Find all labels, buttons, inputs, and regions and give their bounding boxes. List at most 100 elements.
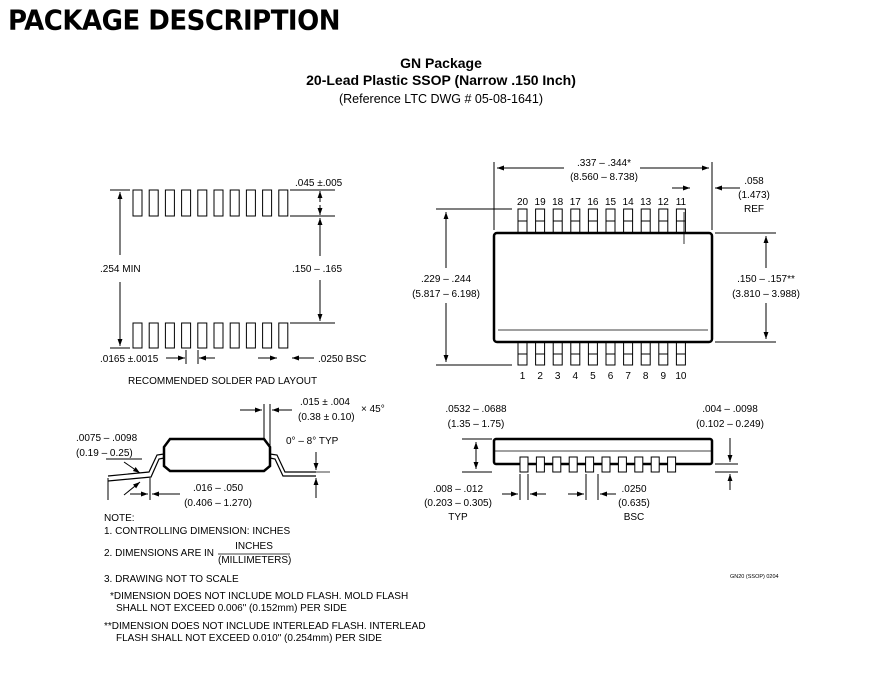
solder-pad xyxy=(213,189,224,217)
side-chamfer-angle: × 45° xyxy=(361,404,385,415)
top-length-in: .337 – .344* xyxy=(577,158,631,169)
end-lead xyxy=(634,456,644,473)
side-chamfer-in: .015 ± .004 xyxy=(300,397,350,408)
pin-label: 11 xyxy=(676,197,687,208)
top-ref-in: .058 xyxy=(744,176,764,187)
end-pitch-mm: (0.635) xyxy=(618,498,650,509)
package-body-side xyxy=(162,437,272,473)
page-title: PACKAGE DESCRIPTION xyxy=(8,5,340,37)
pad-row-top xyxy=(132,189,289,217)
note-star1-line1: *DIMENSION DOES NOT INCLUDE MOLD FLASH. … xyxy=(110,591,409,602)
pad-overall-dim: .254 MIN xyxy=(100,264,141,275)
side-foot-in: .016 – .050 xyxy=(193,483,243,494)
solder-pad xyxy=(181,322,192,349)
package-subtitle: 20-Lead Plastic SSOP (Narrow .150 Inch) xyxy=(306,72,576,88)
end-lead xyxy=(617,456,627,473)
end-pitch-note: BSC xyxy=(624,512,645,523)
top-width-in: .229 – .244 xyxy=(421,274,471,285)
solder-pad-caption: RECOMMENDED SOLDER PAD LAYOUT xyxy=(128,376,317,387)
end-standoff-mm: (0.102 – 0.249) xyxy=(696,419,764,430)
solder-pad xyxy=(245,189,256,217)
end-lead-width-in: .008 – .012 xyxy=(433,484,483,495)
lead-row-top xyxy=(517,208,686,234)
lead-row-bottom xyxy=(517,341,686,366)
end-lead xyxy=(667,456,677,473)
solder-pad xyxy=(132,189,143,217)
solder-pad xyxy=(197,189,208,217)
end-lead xyxy=(585,456,595,473)
pad-pitch-dim: .0250 BSC xyxy=(318,354,366,365)
top-ref-mm: (1.473) xyxy=(738,190,770,201)
end-lead xyxy=(650,456,660,473)
pin-label: 13 xyxy=(640,197,652,208)
end-lead-width-mm: (0.203 – 0.305) xyxy=(424,498,492,509)
notes-heading: NOTE: xyxy=(104,513,135,524)
end-lead-width-note: TYP xyxy=(448,512,468,523)
top-body-width-mm: (3.810 – 3.988) xyxy=(732,289,800,300)
note-3: 3. DRAWING NOT TO SCALE xyxy=(104,574,239,585)
solder-pad xyxy=(278,189,289,217)
solder-pad xyxy=(181,189,192,217)
end-view xyxy=(462,437,738,500)
solder-pad xyxy=(229,189,240,217)
pin-label: 3 xyxy=(555,371,561,382)
solder-pad-layout xyxy=(110,189,335,364)
solder-pad xyxy=(148,322,159,349)
side-lead-angle: 0° – 8° TYP xyxy=(286,436,339,447)
pin-label: 15 xyxy=(605,197,617,208)
end-lead xyxy=(568,456,578,473)
package-name: GN Package xyxy=(400,55,482,71)
end-lead xyxy=(601,456,611,473)
top-view xyxy=(436,162,776,366)
top-ref-label: REF xyxy=(744,204,764,215)
solder-pad xyxy=(262,189,273,217)
note-2-numerator: INCHES xyxy=(235,541,273,552)
top-width-mm: (5.817 – 6.198) xyxy=(412,289,480,300)
pin-label: 10 xyxy=(675,371,687,382)
pad-height-dim: .045 ±.005 xyxy=(295,178,343,189)
solder-pad xyxy=(278,322,289,349)
note-2-denominator: (MILLIMETERS) xyxy=(218,555,292,566)
pad-width-dim: .0165 ±.0015 xyxy=(100,354,159,365)
solder-pad xyxy=(164,322,175,349)
end-height-mm: (1.35 – 1.75) xyxy=(448,419,505,430)
end-lead xyxy=(535,456,545,473)
solder-pad xyxy=(213,322,224,349)
pin-label: 17 xyxy=(570,197,582,208)
note-star2-line1: **DIMENSION DOES NOT INCLUDE INTERLEAD F… xyxy=(104,621,426,632)
pin-label: 7 xyxy=(625,371,631,382)
top-body-width-in: .150 – .157** xyxy=(737,274,795,285)
package-body-top xyxy=(492,231,714,344)
pin-label: 6 xyxy=(608,371,614,382)
solder-pad xyxy=(262,322,273,349)
note-2-prefix: 2. DIMENSIONS ARE IN xyxy=(104,548,215,559)
note-star1-line2: SHALL NOT EXCEED 0.006" (0.152mm) PER SI… xyxy=(116,603,347,614)
solder-pad xyxy=(148,189,159,217)
pin-label: 14 xyxy=(623,197,635,208)
side-chamfer-mm: (0.38 ± 0.10) xyxy=(298,412,355,423)
package-reference: (Reference LTC DWG # 05-08-1641) xyxy=(338,92,544,106)
end-view-leads xyxy=(519,456,677,473)
pin-label: 5 xyxy=(590,371,596,382)
top-length-mm: (8.560 – 8.738) xyxy=(570,172,638,183)
pin-label: 20 xyxy=(517,197,529,208)
end-standoff-in: .004 – .0098 xyxy=(702,404,758,415)
drawing-code: GN20 (SSOP) 0204 xyxy=(730,574,779,580)
pad-row-bottom xyxy=(132,322,289,349)
end-lead xyxy=(519,456,529,473)
pin-label: 12 xyxy=(658,197,670,208)
pin-label: 19 xyxy=(535,197,547,208)
note-1: 1. CONTROLLING DIMENSION: INCHES xyxy=(104,526,291,537)
solder-pad xyxy=(245,322,256,349)
side-lead-thickness-mm: (0.19 – 0.25) xyxy=(76,448,133,459)
side-foot-mm: (0.406 – 1.270) xyxy=(184,498,252,509)
end-pitch-in: .0250 xyxy=(621,484,646,495)
pin-label: 4 xyxy=(573,371,579,382)
solder-pad xyxy=(229,322,240,349)
pad-row-spacing-dim: .150 – .165 xyxy=(292,264,342,275)
note-star2-line2: FLASH SHALL NOT EXCEED 0.010" (0.254mm) … xyxy=(116,633,382,644)
solder-pad xyxy=(164,189,175,217)
